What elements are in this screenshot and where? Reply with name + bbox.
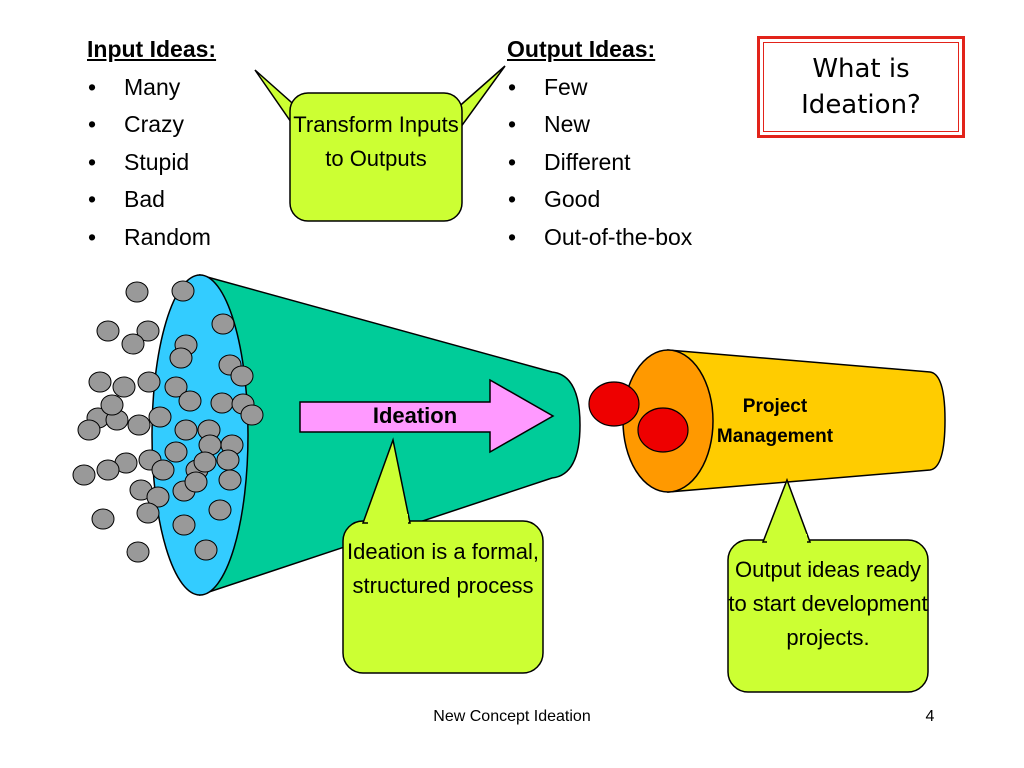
bullet-icon: • xyxy=(88,111,97,137)
output-idea-label: Good xyxy=(544,186,601,212)
page-number: 4 xyxy=(925,708,935,725)
input-idea-label: Crazy xyxy=(124,111,185,137)
output-idea-label: Few xyxy=(544,73,588,100)
input-idea-item: • Crazy xyxy=(87,106,216,144)
slide-footer: New Concept Ideation xyxy=(433,708,591,725)
input-ideas-heading: Input Ideas: xyxy=(87,36,217,62)
idea-dot xyxy=(211,313,235,335)
idea-dot xyxy=(112,376,136,398)
output-idea-item: • Different xyxy=(507,144,692,182)
idea-dot xyxy=(77,419,101,441)
idea-dot xyxy=(164,376,188,398)
output-idea-label: Different xyxy=(544,148,631,175)
callout-process-text: Ideation is a formal, structured process xyxy=(347,539,539,598)
bullet-icon: • xyxy=(508,186,517,212)
idea-dots xyxy=(72,280,264,563)
idea-dot xyxy=(230,365,254,387)
bullet-icon: • xyxy=(88,186,97,212)
idea-dot xyxy=(125,281,149,303)
project-management-label: Project Management xyxy=(716,396,834,447)
idea-dot xyxy=(174,419,198,441)
input-idea-item: • Random xyxy=(87,219,216,257)
bullet-icon: • xyxy=(508,223,517,250)
idea-dot xyxy=(178,390,202,412)
bullet-icon: • xyxy=(508,148,517,175)
input-idea-item: • Stupid xyxy=(87,144,216,182)
idea-dot xyxy=(136,320,160,342)
input-ideas-list: Input Ideas: • Many • Crazy • Stupid • Bad •… xyxy=(87,31,216,256)
idea-dot xyxy=(169,347,193,369)
output-idea-item: • Out-of-the-box xyxy=(507,219,692,257)
bullet-icon: • xyxy=(88,148,97,175)
idea-dot xyxy=(100,394,124,416)
idea-dot xyxy=(218,469,242,491)
idea-dot xyxy=(127,414,151,436)
idea-dot xyxy=(88,371,112,393)
callout-output-text: Output ideas ready to start development … xyxy=(728,557,928,650)
idea-dot xyxy=(193,451,217,473)
callout-transform xyxy=(254,65,506,222)
input-idea-label: Many xyxy=(124,73,181,100)
idea-dot xyxy=(151,459,175,481)
bullet-icon: • xyxy=(88,73,97,100)
bullet-icon: • xyxy=(88,223,97,250)
idea-dot xyxy=(91,508,115,530)
output-ideas-heading: Output Ideas: xyxy=(507,36,656,62)
idea-dot xyxy=(164,441,188,463)
idea-dot xyxy=(126,541,150,563)
bullet-icon: • xyxy=(508,111,517,137)
project-management-tube xyxy=(622,349,946,493)
input-idea-item: • Many xyxy=(87,69,216,107)
page-title: What is Ideation? xyxy=(801,54,921,120)
input-idea-label: Bad xyxy=(124,186,165,212)
red-dots xyxy=(588,381,689,453)
idea-dot xyxy=(216,449,240,471)
output-idea-item: • Good xyxy=(507,181,692,219)
input-idea-label: Stupid xyxy=(124,148,190,175)
idea-dot xyxy=(240,404,264,426)
idea-dot xyxy=(146,486,170,508)
input-idea-label: Random xyxy=(124,223,211,250)
idea-dot xyxy=(121,333,145,355)
idea-dot xyxy=(96,459,120,481)
idea-dot xyxy=(208,499,232,521)
idea-dot xyxy=(210,392,234,414)
bullet-icon: • xyxy=(508,73,517,100)
idea-dot xyxy=(194,539,218,561)
ideation-arrow xyxy=(299,378,555,454)
title-box: What is Ideation? xyxy=(757,36,965,138)
idea-dot xyxy=(137,371,161,393)
idea-dot xyxy=(136,502,160,524)
input-idea-item: • Bad xyxy=(87,181,216,219)
output-idea-item: • Few xyxy=(507,69,692,107)
output-idea-item: • New xyxy=(507,106,692,144)
idea-dot xyxy=(148,406,172,428)
output-ideas-list: Output Ideas: • Few • New • Different • Good… xyxy=(507,31,692,256)
idea-dot xyxy=(72,464,96,486)
callout-process xyxy=(342,437,544,674)
callout-output xyxy=(727,477,929,693)
output-idea-label: Out-of-the-box xyxy=(544,223,693,250)
idea-dot xyxy=(172,514,196,536)
idea-dot xyxy=(96,320,120,342)
output-idea-label: New xyxy=(544,111,591,137)
idea-dot xyxy=(171,280,195,302)
idea-dot xyxy=(184,471,208,493)
ideation-arrow-label: Ideation xyxy=(372,403,458,428)
callout-transform-text: Transform Inputs to Outputs xyxy=(293,112,459,171)
